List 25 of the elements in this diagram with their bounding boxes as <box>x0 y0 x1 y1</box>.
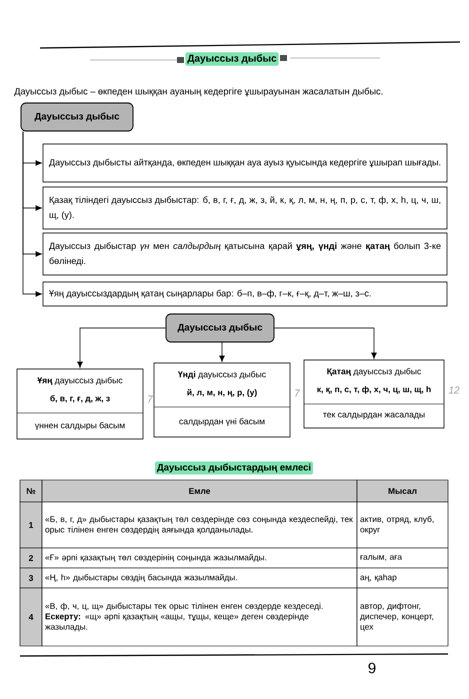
text-box: Ұяң дауыссыздардың қатаң сыңарлары бар: б–п, в–ф, г–к, ғ–қ, д–т, ж–ш, з–с. <box>42 282 448 306</box>
table-cell: № <box>20 480 42 502</box>
text-box: Дауыссыз дыбыстар үн мен салдырдың қатысына қарай ұяң, үнді және қатаң болып 3-ке бөлінеді. <box>42 232 448 276</box>
arrow <box>274 328 377 359</box>
header-box: Дауыссыз дыбыс <box>20 102 134 132</box>
arrow <box>22 131 42 166</box>
header-box: Дауыссыз дыбыс <box>166 314 274 342</box>
arrow <box>219 342 225 362</box>
text-box: Қазақ тіліндегі дауыссыз дыбыстар: б, в, г, ғ, д, ж, з, й, к, қ, л, м, н, ң, п, р, с, т, ф, х, һ, ц, ч, ш, щ, (у). <box>42 186 448 230</box>
category-box: Қатаң дауыссыз дыбыс к, қ, п, с, т, ф, х, ч, ц, ш, щ, һ тек салдырдан жасалады <box>304 360 444 428</box>
handwritten-number: 7 <box>295 390 300 396</box>
table-cell: ғалым, аға <box>356 548 448 568</box>
table-cell: Мысал <box>356 480 448 502</box>
handwritten-number: 12 <box>448 386 460 394</box>
category-box: Үнді дауыссыз дыбыс й, л, м, н, ң, р, (у) салдырдан үні басым <box>154 362 290 438</box>
table-cell: аң, қаһар <box>356 568 448 588</box>
arrow <box>77 328 166 368</box>
page-number: 9 <box>368 662 376 674</box>
section-title: Дауыссыз дыбыс <box>185 52 279 66</box>
handwritten-number: 7 <box>148 396 154 402</box>
text-box: Дауыссыз дыбысты айтқанда, өкпеден шыққан ауа ауыз қуысында кедергіге ұшырап шығады. <box>42 144 448 182</box>
table-cell: 2 <box>20 548 42 568</box>
table-title: Дауыссыз дыбыстардың емлесі <box>154 462 314 474</box>
table-cell: 3 <box>20 568 42 588</box>
category-box: Ұяң дауыссыз дыбыс б, в, г, ғ, д, ж, з үннен салдыры басым <box>16 368 144 440</box>
